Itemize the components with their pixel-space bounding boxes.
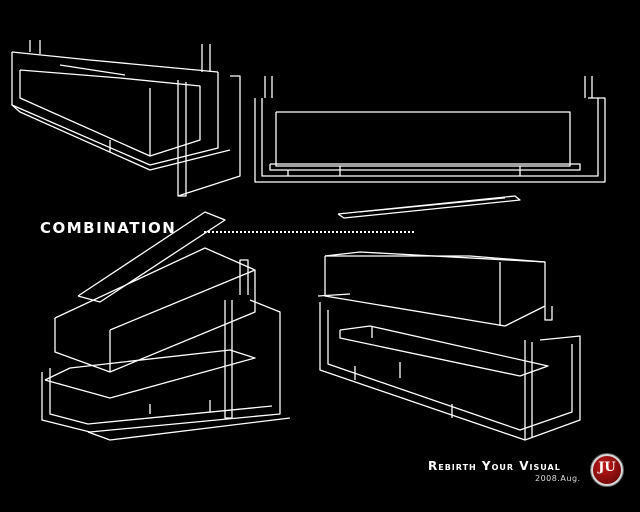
heading-combination: COMBINATION [40,219,177,237]
tagline-text: Rebirth Your Visual [428,459,561,473]
frame-bottom-right [317,251,581,441]
date-text: 2008.Aug. [535,474,581,483]
floating-tray [337,195,521,219]
logo-letters: JU [598,460,616,475]
frame-bottom-left [41,211,291,441]
ju-logo-icon: JU [591,454,623,486]
frame-top-left [11,40,241,197]
frame-top-right [254,76,606,183]
dotted-leader-line [204,231,414,233]
